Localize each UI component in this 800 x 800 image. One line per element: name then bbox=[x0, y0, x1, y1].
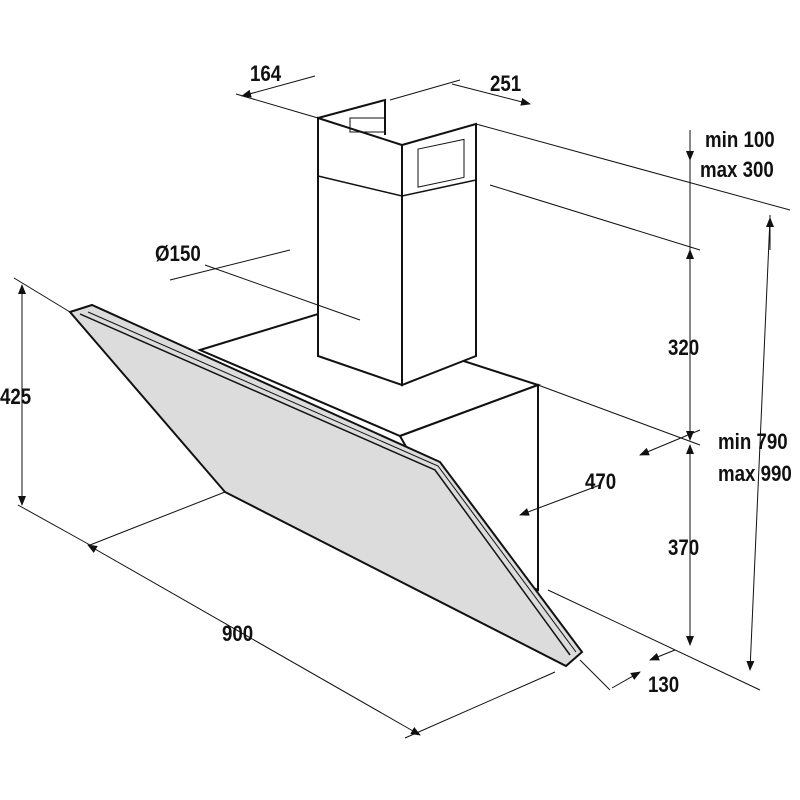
dim-body-height: 370 bbox=[668, 535, 700, 560]
dim-top-gap-max: max 300 bbox=[700, 157, 774, 182]
chimney bbox=[317, 98, 477, 387]
dim-bottom-depth: 130 bbox=[648, 672, 680, 697]
dim-chimney-height: 320 bbox=[668, 335, 700, 360]
vent-slots bbox=[349, 117, 465, 188]
glass-panel bbox=[68, 303, 584, 668]
dim-total-height-max: max 990 bbox=[718, 461, 792, 486]
dim-top-gap-min: min 100 bbox=[705, 127, 775, 152]
dim-duct-diameter: Ø150 bbox=[155, 241, 201, 266]
dim-chimney-depth: 164 bbox=[250, 61, 282, 86]
dim-width: 900 bbox=[222, 621, 254, 646]
dim-panel-height: 425 bbox=[0, 384, 32, 409]
dim-body-depth: 470 bbox=[585, 469, 617, 494]
dimension-lines bbox=[13, 75, 791, 739]
dim-total-height-min: min 790 bbox=[718, 429, 788, 454]
dim-chimney-width: 251 bbox=[490, 71, 522, 96]
